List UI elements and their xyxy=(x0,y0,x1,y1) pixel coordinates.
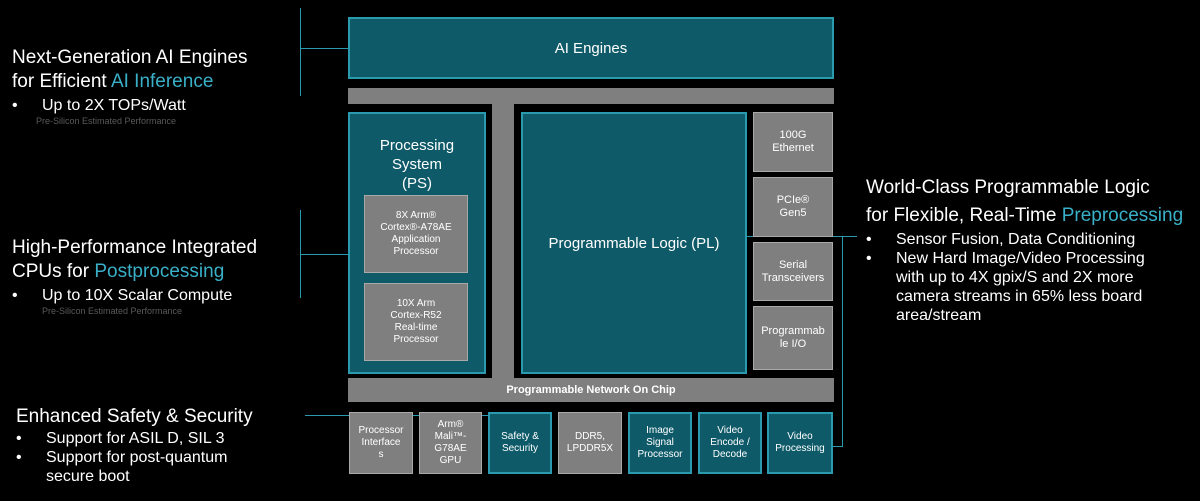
connector-pl-vertical xyxy=(842,236,843,446)
processor-interfaces-block: Processor Interface s xyxy=(349,412,413,474)
cortex-r52-block: 10X Arm Cortex-R52 Real-time Processor xyxy=(364,283,468,361)
connector-ai-horizontal xyxy=(300,48,348,49)
programmable-logic-block: Programmable Logic (PL) xyxy=(521,112,747,374)
pl-callout-bullet2: •New Hard Image/Video Processing xyxy=(866,250,1145,267)
interconnect-center-bar xyxy=(492,88,514,378)
mali-gpu-block: Arm® Mali™- G78AE GPU xyxy=(419,412,482,474)
pl-callout-line2: for Flexible, Real-Time Preprocessing xyxy=(866,205,1184,226)
safety-callout-line1: Enhanced Safety & Security xyxy=(16,406,253,427)
cpu-callout-line2: CPUs for Postprocessing xyxy=(12,261,225,282)
programmable-io-block: Programmab le I/O xyxy=(753,306,833,370)
ai-callout-line1: Next-Generation AI Engines xyxy=(12,47,248,68)
safety-callout-bullet2: •Support for post-quantum xyxy=(16,449,228,466)
cpu-callout-note: Pre-Silicon Estimated Performance xyxy=(42,306,183,316)
ddr-block: DDR5, LPDDR5X xyxy=(558,412,622,474)
safety-callout: Enhanced Safety & Security •Support for … xyxy=(16,405,253,486)
pcie-block: PCIe® Gen5 xyxy=(753,177,833,237)
safety-callout-bullet2-cont: secure boot xyxy=(46,468,130,485)
safety-callout-bullet1: •Support for ASIL D, SIL 3 xyxy=(16,430,225,447)
cortex-a78ae-block: 8X Arm® Cortex®-A78AE Application Proces… xyxy=(364,195,468,273)
ai-engines-block: AI Engines xyxy=(348,17,834,79)
video-encode-decode-block: Video Encode / Decode xyxy=(698,412,762,474)
connector-pl-bottom xyxy=(833,446,843,447)
connector-ps-horizontal xyxy=(300,254,348,255)
serial-transceivers-block: Serial Transceivers xyxy=(753,242,833,301)
connector-ai-vertical xyxy=(300,8,301,96)
video-processing-block: Video Processing xyxy=(767,412,833,474)
image-signal-processor-block: Image Signal Processor xyxy=(628,412,692,474)
interconnect-top-bar xyxy=(348,88,834,104)
pl-callout-bullet1: •Sensor Fusion, Data Conditioning xyxy=(866,231,1136,248)
network-on-chip-block: Programmable Network On Chip xyxy=(348,378,834,402)
safety-security-block: Safety & Security xyxy=(488,412,552,474)
ai-callout-note: Pre-Silicon Estimated Performance xyxy=(36,116,177,126)
cpu-callout-bullet: •Up to 10X Scalar Compute xyxy=(12,287,233,304)
ai-callout-bullet: •Up to 2X TOPs/Watt xyxy=(12,97,186,114)
ai-callout-line2: for Efficient AI Inference xyxy=(12,71,214,92)
pl-callout-bullet2-line3: camera streams in 65% less board xyxy=(896,288,1143,305)
pl-callout: World-Class Programmable Logic for Flexi… xyxy=(866,176,1183,325)
ethernet-block: 100G Ethernet xyxy=(753,112,833,172)
cpu-callout: High-Performance Integrated CPUs for Pos… xyxy=(12,236,257,316)
pl-callout-bullet2-line4: area/stream xyxy=(896,307,982,324)
cpu-callout-line1: High-Performance Integrated xyxy=(12,237,258,258)
pl-callout-line1: World-Class Programmable Logic xyxy=(866,177,1150,198)
ai-callout: Next-Generation AI Engines for Efficient… xyxy=(12,46,248,126)
ps-title: Processing System (PS) xyxy=(379,137,455,192)
pl-callout-bullet2-line2: with up to 4X gpix/S and 2X more xyxy=(896,269,1134,286)
